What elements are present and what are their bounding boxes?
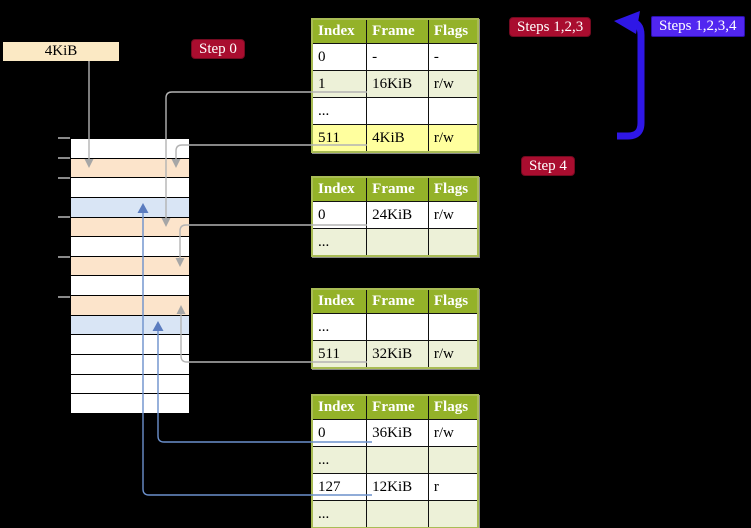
cell: 511 bbox=[311, 340, 368, 369]
cell: 1 bbox=[311, 70, 368, 98]
cell: r bbox=[427, 473, 479, 501]
column-header-flags: Flags bbox=[427, 176, 479, 202]
column-header-flags: Flags bbox=[427, 394, 479, 420]
memory-frame-row-2 bbox=[71, 178, 189, 197]
memory-tick bbox=[58, 256, 70, 258]
memory-frame-row-1 bbox=[71, 158, 189, 178]
memory-frame-row-3 bbox=[71, 197, 189, 217]
thick-blue-loop-arrow bbox=[614, 11, 645, 140]
cell: 36KiB bbox=[366, 419, 429, 447]
badge-steps-1-2-3: Steps 1,2,3 bbox=[509, 17, 592, 37]
table-row: ... bbox=[311, 228, 479, 257]
memory-frame-row-0 bbox=[71, 139, 189, 158]
table-row: ... bbox=[311, 446, 479, 474]
memory-frame-row-4 bbox=[71, 217, 189, 237]
column-header-index: Index bbox=[311, 176, 368, 202]
memory-frame-row-9 bbox=[71, 315, 189, 335]
cell bbox=[427, 228, 479, 257]
column-header-frame: Frame bbox=[366, 176, 429, 202]
cell bbox=[366, 228, 429, 257]
cell: - bbox=[427, 43, 479, 71]
cell bbox=[366, 313, 429, 341]
memory-frame-row-11 bbox=[71, 355, 189, 374]
memory-frame-row-10 bbox=[71, 335, 189, 355]
cell: ... bbox=[311, 97, 368, 125]
cell: ... bbox=[311, 228, 368, 257]
column-header-index: Index bbox=[311, 394, 368, 420]
cell: 0 bbox=[311, 43, 368, 71]
column-header-frame: Frame bbox=[366, 394, 429, 420]
column-header-flags: Flags bbox=[427, 288, 479, 314]
cell bbox=[366, 500, 429, 528]
column-header-frame: Frame bbox=[366, 18, 429, 44]
cell: ... bbox=[311, 500, 368, 528]
cell: r/w bbox=[427, 340, 479, 369]
cell: r/w bbox=[427, 419, 479, 447]
cell: 0 bbox=[311, 201, 368, 229]
memory-tick bbox=[58, 296, 70, 298]
memory-tick bbox=[58, 157, 70, 159]
memory-stack bbox=[70, 138, 190, 414]
memory-tick bbox=[58, 216, 70, 218]
memory-frame-row-7 bbox=[71, 276, 189, 296]
memory-frame-row-8 bbox=[71, 296, 189, 315]
memory-tick bbox=[58, 177, 70, 179]
badge-step-0: Step 0 bbox=[191, 39, 245, 59]
memory-frame-row-12 bbox=[71, 374, 189, 394]
arrow-up-left-icon bbox=[614, 11, 640, 34]
column-header-index: Index bbox=[311, 288, 368, 314]
cell bbox=[427, 313, 479, 341]
table-row: ... bbox=[311, 97, 479, 125]
cell: ... bbox=[311, 446, 368, 474]
frame-size-label: 4KiB bbox=[3, 42, 119, 61]
cell: 0 bbox=[311, 419, 368, 447]
cell: 12KiB bbox=[366, 473, 429, 501]
memory-tick bbox=[58, 137, 70, 139]
cell: 127 bbox=[311, 473, 368, 501]
cell bbox=[427, 500, 479, 528]
table-row: ... bbox=[311, 313, 479, 341]
column-header-frame: Frame bbox=[366, 288, 429, 314]
cell: ... bbox=[311, 313, 368, 341]
cell: 511 bbox=[311, 124, 368, 153]
cell bbox=[366, 446, 429, 474]
badge-steps-1-2-3-4: Steps 1,2,3,4 bbox=[651, 16, 745, 37]
column-header-flags: Flags bbox=[427, 18, 479, 44]
badge-step-4: Step 4 bbox=[521, 156, 575, 176]
cell: 4KiB bbox=[366, 124, 429, 153]
cell: r/w bbox=[427, 124, 479, 153]
memory-frame-row-6 bbox=[71, 256, 189, 276]
table-row: 0-- bbox=[311, 43, 479, 71]
cell: 24KiB bbox=[366, 201, 429, 229]
cell: 32KiB bbox=[366, 340, 429, 369]
cell: r/w bbox=[427, 70, 479, 98]
memory-frame-row-5 bbox=[71, 237, 189, 256]
table-row: ... bbox=[311, 500, 479, 528]
cell bbox=[366, 97, 429, 125]
cell: 16KiB bbox=[366, 70, 429, 98]
cell: r/w bbox=[427, 201, 479, 229]
memory-frame-row-13 bbox=[71, 394, 189, 413]
cell bbox=[427, 446, 479, 474]
column-header-index: Index bbox=[311, 18, 368, 44]
cell bbox=[427, 97, 479, 125]
cell: - bbox=[366, 43, 429, 71]
